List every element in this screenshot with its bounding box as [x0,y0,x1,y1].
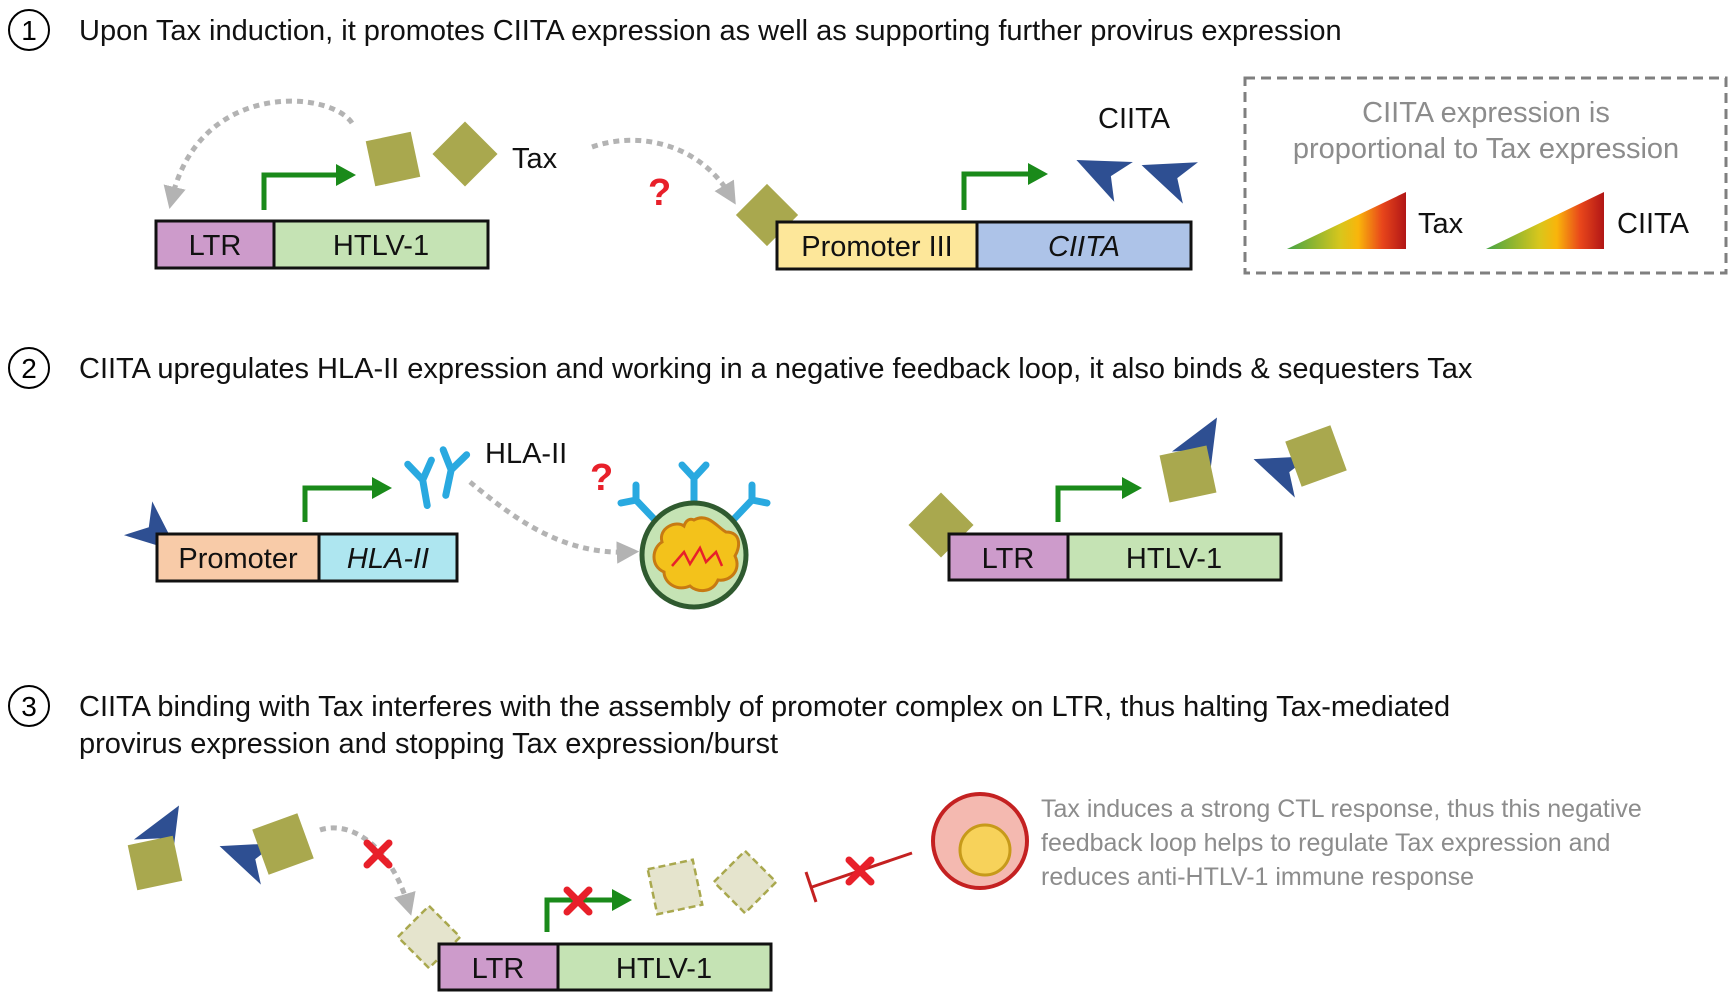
ltr-label: LTR [472,953,525,985]
tax-protein-faded [646,858,704,916]
tax-protein [1159,445,1217,503]
antigen-presenting-cell [617,461,771,610]
tax-protein-faded [712,849,778,915]
ctl-cell [931,792,1029,890]
step-1-text: Upon Tax induction, it promotes CIITA ex… [79,15,1342,47]
step-3-number: 3 [21,691,37,722]
question-mark: ? [590,457,613,499]
hla-gene: Promoter HLA-II [155,532,459,583]
ciita-label: CIITA [1098,103,1171,135]
hla-box [317,532,459,583]
tax-protein [1285,425,1347,487]
note-line-1: Tax induces a strong CTL response, thus … [1041,795,1642,823]
tax-gradient-triangle [1287,192,1406,249]
provirus-gene-2: LTR HTLV-1 [947,532,1283,582]
promoter-label: Promoter [178,543,298,575]
step-2-heading: 2 CIITA upregulates HLA-II expression an… [8,347,1473,389]
provirus-gene-1: LTR HTLV-1 [154,219,490,270]
ciita-box [975,220,1193,271]
htlv-box [272,219,490,270]
question-mark: ? [648,172,671,214]
step-1-number: 1 [21,15,37,46]
block-x-icon [563,886,593,916]
ciita-protein [1067,140,1133,202]
htlv-box [556,942,773,992]
ciita-gene-label: CIITA [1048,231,1120,263]
htlv-label: HTLV-1 [616,953,712,985]
ciita-gradient-triangle [1486,192,1604,249]
note-line-2: feedback loop helps to regulate Tax expr… [1041,829,1610,857]
tax-label: Tax [512,143,558,175]
ciita-gene: Promoter III CIITA [775,220,1193,271]
block-x-icon [845,856,875,886]
legend-line-2: proportional to Tax expression [1293,133,1679,165]
step-3-text-line-2: provirus expression and stopping Tax exp… [79,728,778,760]
legend-tax-label: Tax [1418,208,1464,240]
htlv-label: HTLV-1 [333,230,429,262]
step-3-text-line-1: CIITA binding with Tax interferes with t… [79,691,1450,723]
tax-protein [432,121,498,187]
promoter-box [155,532,321,583]
ltr-label: LTR [189,230,242,262]
tax-protein [365,131,421,187]
block-x-icon [363,839,393,869]
transcription-arrow [261,172,340,210]
promoter-iii-label: Promoter III [801,231,953,263]
transcription-arrow [544,897,616,932]
ltr-box [437,942,560,992]
ciita-protein [1134,144,1198,204]
provirus-gene-3: LTR HTLV-1 [437,942,773,992]
transcription-arrow [302,485,376,522]
step-2-text: CIITA upregulates HLA-II expression and … [79,353,1473,385]
legend-box: CIITA expression is proportional to Tax … [1243,76,1728,275]
htlv-box [1066,532,1283,582]
feedback-arrow [163,98,355,209]
step-2-number: 2 [21,353,37,384]
ltr-label: LTR [982,543,1035,575]
tax-protein [252,813,314,875]
hla-label: HLA-II [485,438,567,470]
transcription-arrow [1055,485,1126,522]
htlv-label: HTLV-1 [1126,543,1222,575]
hla-gene-label: HLA-II [347,543,429,575]
induction-arrow [591,137,736,205]
hla-receptor [404,456,435,510]
note-line-3: reduces anti-HTLV-1 immune response [1041,863,1474,891]
tax-protein [127,835,183,891]
legend-line-1: CIITA expression is [1362,97,1610,129]
transcription-arrow [961,171,1032,210]
step-3-heading: 3 CIITA binding with Tax interferes with… [8,685,1450,760]
step-1-heading: 1 Upon Tax induction, it promotes CIITA … [8,9,1342,51]
legend-ciita-label: CIITA [1617,208,1690,240]
hla-receptor [439,446,471,499]
